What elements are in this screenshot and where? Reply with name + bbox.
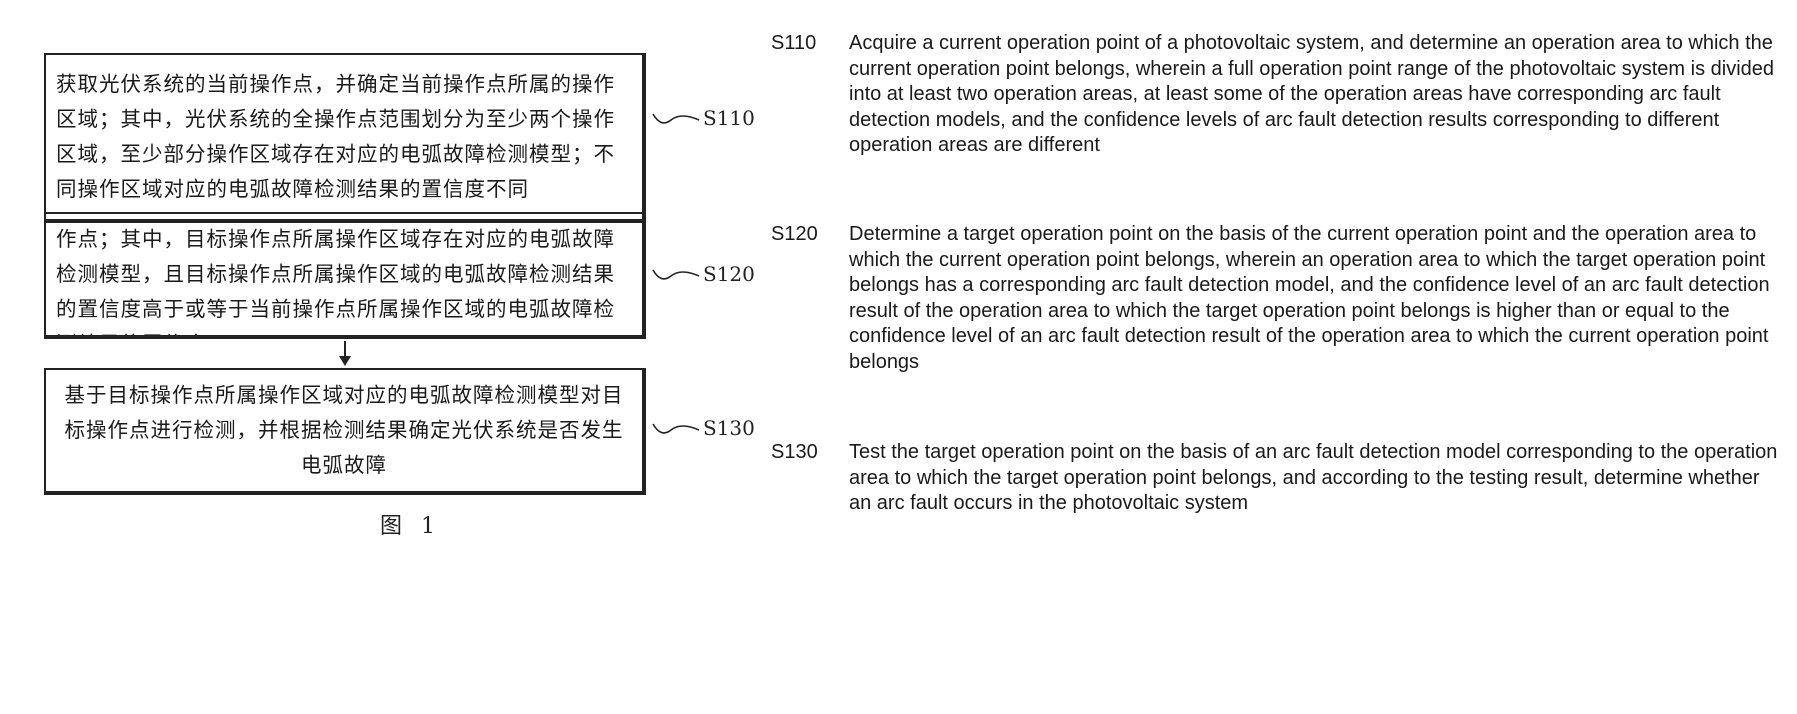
figure-caption: 图 1	[380, 508, 441, 540]
step-tag-s130: S130	[703, 416, 755, 440]
description-text-s110: Acquire a current operation point of a p…	[849, 31, 1786, 159]
box-text-s110: 获取光伏系统的当前操作点，并确定当前操作点所属的操作区域；其中，光伏系统的全操作…	[56, 67, 632, 207]
description-s130: S130 Test the target operation point on …	[771, 440, 1786, 517]
description-id-s130: S130	[771, 440, 849, 517]
leader-squiggle-s130	[651, 418, 701, 442]
description-s120: S120 Determine a target operation point …	[771, 222, 1786, 375]
step-tag-s110: S110	[703, 106, 755, 130]
leader-squiggle-s110	[651, 108, 701, 132]
description-id-s110: S110	[771, 31, 849, 159]
flowchart-box-s130: 基于目标操作点所属操作区域对应的电弧故障检测模型对目标操作点进行检测，并根据检测…	[44, 368, 646, 495]
box-text-s120: 根据当前操作点，以及当前操作点所属操作区域确定目标操作点；其中，目标操作点所属操…	[56, 212, 632, 339]
description-id-s120: S120	[771, 222, 849, 375]
box-text-s130: 基于目标操作点所属操作区域对应的电弧故障检测模型对目标操作点进行检测，并根据检测…	[56, 378, 632, 483]
arrow-s120-s130-line	[344, 341, 346, 357]
arrow-s120-s130-head	[339, 356, 351, 366]
description-text-s120: Determine a target operation point on th…	[849, 222, 1786, 375]
flowchart-box-s110: 获取光伏系统的当前操作点，并确定当前操作点所属的操作区域；其中，光伏系统的全操作…	[44, 53, 646, 223]
step-tag-s120: S120	[703, 262, 755, 286]
description-text-s130: Test the target operation point on the b…	[849, 440, 1786, 517]
flowchart-box-s120: 根据当前操作点，以及当前操作点所属操作区域确定目标操作点；其中，目标操作点所属操…	[44, 212, 646, 339]
leader-squiggle-s120	[651, 264, 701, 288]
description-s110: S110 Acquire a current operation point o…	[771, 31, 1786, 159]
